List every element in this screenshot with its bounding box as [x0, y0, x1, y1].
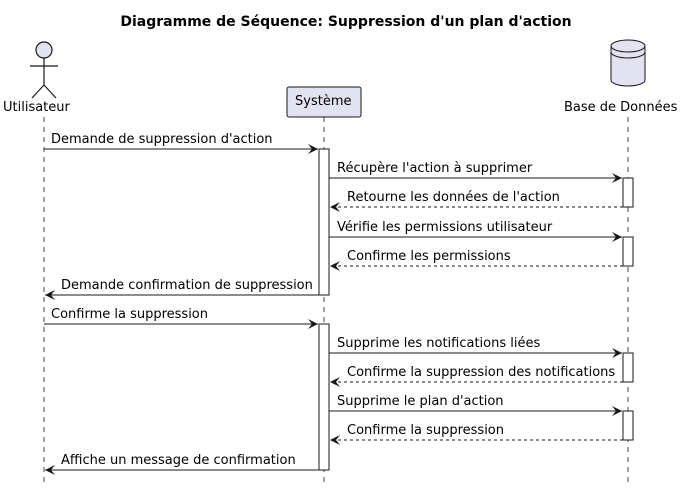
activation-db-4	[622, 410, 634, 441]
actor-user-icon	[30, 41, 58, 99]
message-label-4: Vérifie les permissions utilisateur	[337, 220, 553, 235]
message-label-2: Récupère l'action à supprimer	[337, 161, 533, 176]
message-label-3: Retourne les données de l'action	[347, 190, 560, 205]
participant-user-label: Utilisateur	[3, 100, 70, 115]
activation-db-3	[622, 352, 634, 383]
participant-system-label: Système	[295, 94, 352, 109]
database-icon	[610, 39, 646, 87]
message-label-9: Confirme la suppression des notification…	[347, 365, 616, 380]
participant-system-box	[286, 86, 362, 118]
activation-system-1	[318, 148, 330, 296]
message-label-8: Supprime les notifications liées	[337, 336, 541, 351]
message-label-10: Supprime le plan d'action	[337, 394, 504, 409]
message-label-11: Confirme la suppression	[347, 423, 505, 438]
message-label-12: Affiche un message de confirmation	[61, 453, 296, 468]
diagram-title: Diagramme de Séquence: Suppression d'un …	[120, 14, 572, 30]
message-label-5: Confirme les permissions	[347, 249, 511, 264]
message-label-6: Demande confirmation de suppression	[61, 278, 313, 293]
message-label-1: Demande de suppression d'action	[51, 132, 273, 147]
activation-system-2	[318, 323, 330, 471]
participant-db-label: Base de Données	[564, 100, 678, 115]
activation-db-1	[622, 177, 634, 208]
message-label-7: Confirme la suppression	[51, 307, 209, 322]
activation-db-2	[622, 236, 634, 267]
